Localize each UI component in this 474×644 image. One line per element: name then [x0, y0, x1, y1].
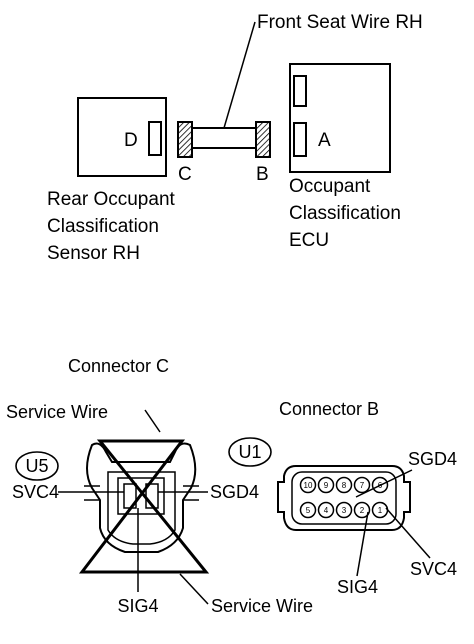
occupant-classification-ecu-box — [289, 63, 391, 173]
connector-b-pin-number: 8 — [342, 481, 347, 490]
connector-b-plug — [255, 121, 271, 158]
connector-b-svc4-label: SVC4 — [410, 559, 457, 579]
service-wire-top-label: Service Wire — [6, 402, 108, 422]
connector-b-pin-number: 1 — [378, 506, 383, 515]
ecu-name-line-1: Occupant — [289, 176, 371, 197]
connector-c-sig4-label: SIG4 — [117, 596, 158, 616]
connector-c-letter: C — [178, 164, 192, 185]
connector-b-pin-number: 3 — [342, 506, 347, 515]
connector-b-pin-number: 5 — [306, 506, 311, 515]
connector-b-pin-3 — [335, 501, 353, 519]
connector-c-plug — [177, 121, 193, 158]
u5-code-bubble — [15, 451, 59, 481]
connector-b-pin-4 — [317, 501, 335, 519]
connector-b-pin-10 — [299, 476, 317, 494]
connector-b-sig4-leader — [356, 511, 369, 577]
u1-code-bubble — [228, 437, 272, 467]
connector-b-pin-9 — [317, 476, 335, 494]
connector-a-letter: A — [318, 130, 331, 151]
connector-b-svc4-leader — [385, 507, 431, 559]
connector-c-svc4-label: SVC4 — [12, 482, 59, 502]
connector-b-pin-number: 4 — [324, 506, 329, 515]
ecu-upper-socket — [293, 75, 307, 107]
u1-code: U1 — [238, 442, 261, 462]
connector-b-sig4-label: SIG4 — [337, 577, 378, 597]
service-wire-bottom-label: Service Wire — [211, 596, 313, 616]
connector-b-pin-8 — [335, 476, 353, 494]
sensor-name-line-2: Classification — [47, 216, 159, 237]
connector-b-pin-number: 9 — [324, 481, 329, 490]
connector-b-letter: B — [256, 164, 269, 185]
wire-leader-line — [223, 21, 256, 129]
connector-b-pin-7 — [353, 476, 371, 494]
ecu-name-line-3: ECU — [289, 230, 329, 251]
connector-b-pin-2 — [353, 501, 371, 519]
connector-d-letter: D — [124, 130, 138, 151]
connector-a-socket — [293, 122, 307, 157]
sensor-name-line-1: Rear Occupant — [47, 189, 176, 210]
connector-b-pin-number: 7 — [360, 481, 365, 490]
connector-d-socket — [148, 121, 162, 156]
connector-b-title: Connector B — [279, 399, 379, 419]
front-seat-wire-label: Front Seat Wire RH — [257, 12, 423, 33]
connector-c-title: Connector C — [68, 356, 169, 376]
connector-b-pin-number: 10 — [304, 481, 313, 490]
connector-b-pin-5 — [299, 501, 317, 519]
service-wire-top-leader — [144, 409, 161, 433]
connector-c-face — [84, 442, 199, 553]
service-wire-loop — [78, 439, 210, 574]
connector-b-sgd4-leader — [355, 469, 413, 498]
rear-occupant-sensor-box — [77, 97, 167, 177]
sensor-name-line-3: Sensor RH — [47, 243, 140, 264]
u5-code: U5 — [25, 456, 48, 476]
connector-b-pin-number: 2 — [360, 506, 365, 515]
connector-b-sgd4-label: SGD4 — [408, 449, 457, 469]
front-seat-wire-harness — [177, 121, 271, 158]
connector-c-sgd4-label: SGD4 — [210, 482, 259, 502]
service-wire-bottom-leader — [179, 573, 209, 605]
ecu-name-line-2: Classification — [289, 203, 401, 224]
connector-b-bottom-row: 5 4 3 2 1 — [299, 501, 389, 519]
